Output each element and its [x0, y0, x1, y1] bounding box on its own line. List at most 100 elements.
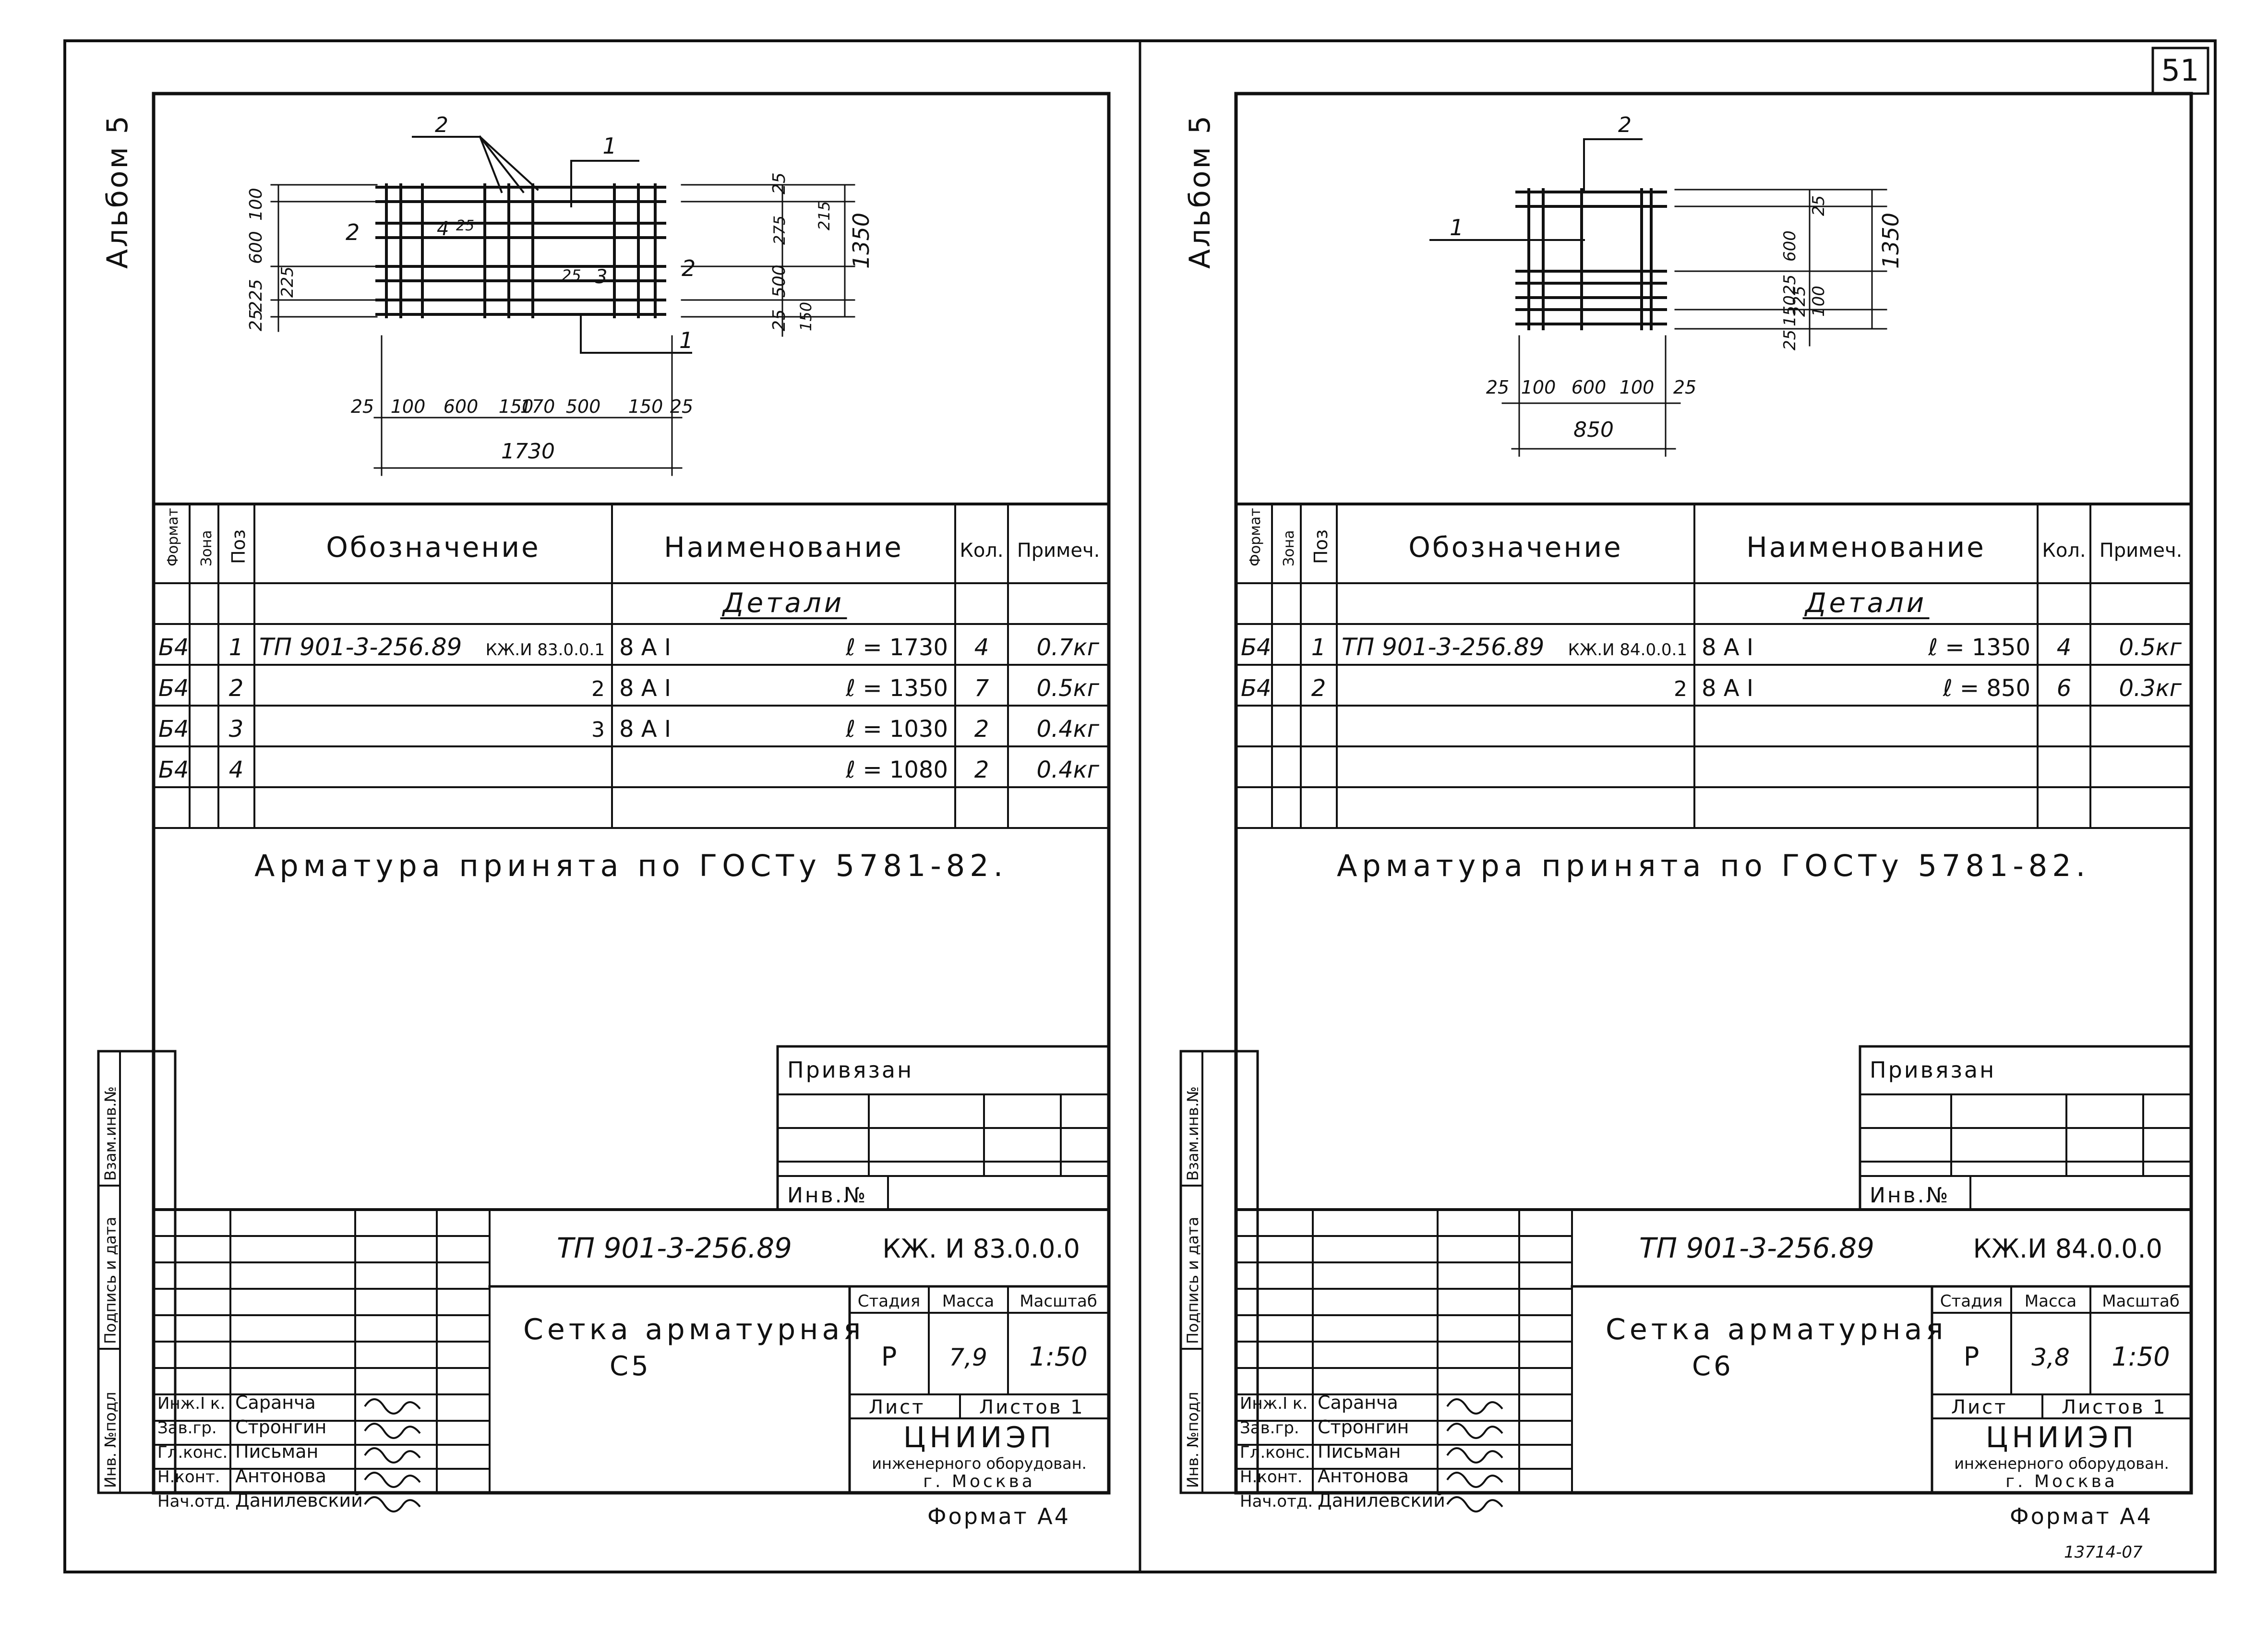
mass-header: Масса	[2025, 1292, 2076, 1311]
cell-qty: 6	[2057, 675, 2072, 702]
staff-name: Антонова	[1318, 1465, 1409, 1487]
staff-name: Саранча	[1318, 1392, 1398, 1413]
header-format: Формат	[1247, 508, 1264, 566]
staff-role: Зав.гр.	[1240, 1418, 1299, 1438]
cell-format: Б4	[1241, 634, 1271, 661]
leader-line	[479, 135, 525, 193]
staff-name: Письман	[1318, 1441, 1401, 1462]
staff-role: Н.конт.	[1240, 1467, 1303, 1487]
cell-designation-sheet: КЖ.И 84.0.0.1	[1568, 640, 1687, 660]
cell-pos: 1	[229, 634, 244, 661]
cell-length: ℓ = 1350	[1928, 634, 2030, 661]
cell-name: 8 А I	[619, 716, 671, 743]
title-line1: Сетка арматурная	[523, 1313, 864, 1346]
cell-note: 0.3кг	[2119, 675, 2182, 702]
header-note: Примеч.	[1017, 540, 1100, 562]
header-format: Формат	[165, 508, 181, 566]
cell-note: 0.5кг	[2119, 634, 2182, 661]
cell-format: Б4	[158, 634, 189, 661]
format-label: Формат А4	[927, 1503, 1070, 1529]
header-designation: Обозначение	[326, 531, 540, 564]
cell-length: ℓ = 1350	[845, 675, 948, 702]
dim-label: 100	[246, 188, 266, 221]
title-line2: С5	[610, 1351, 651, 1382]
signature	[364, 1447, 421, 1464]
header-name: Наименование	[664, 531, 903, 564]
staff-name: Антонова	[235, 1465, 326, 1487]
cell-qty: 2	[974, 756, 989, 783]
header-qty: Кол.	[960, 540, 1003, 562]
stage-value: Р	[881, 1342, 897, 1372]
cell-name: 8 А I	[1702, 634, 1753, 661]
cell-name: 8 А I	[619, 675, 671, 702]
cell-name: 8 А I	[1702, 675, 1753, 702]
staff-role: Инж.I к.	[1240, 1394, 1308, 1413]
scale-header: Масштаб	[2102, 1292, 2180, 1311]
doc-code-sheet: КЖ. И 83.0.0.0	[882, 1234, 1080, 1264]
side-label-replaced-inv: Взам.инв.№	[101, 1086, 120, 1181]
cell-designation-sheet: 2	[1674, 677, 1687, 701]
cell-qty: 4	[974, 634, 989, 661]
staff-role: Гл.конс.	[1240, 1443, 1310, 1462]
section-label: Детали	[1804, 588, 1927, 619]
cell-pos: 4	[229, 756, 244, 783]
sheet-label: Лист	[1951, 1396, 2007, 1418]
dim-label: 275	[770, 216, 789, 245]
dim-total: 850	[1573, 418, 1614, 442]
title-line2: С6	[1692, 1351, 1734, 1382]
cell-pos: 2	[229, 675, 244, 702]
sheet-label: Лист	[869, 1396, 925, 1418]
header-name: Наименование	[1746, 531, 1986, 564]
header-pos: Поз	[228, 529, 249, 564]
side-label-inv-orig: Инв. №подл	[101, 1392, 120, 1488]
org-line2: инженерного оборудован.	[1954, 1454, 2169, 1473]
drawing-frame	[152, 92, 1111, 1495]
drawing-frame	[1234, 92, 2193, 1495]
dim-label: 25	[769, 172, 789, 194]
privyazan-label: Привязан	[1870, 1057, 1996, 1083]
staff-name: Стронгин	[235, 1416, 326, 1438]
signature	[1446, 1398, 1503, 1415]
dim-label: 225	[1790, 286, 1809, 317]
dim-total: 1730	[501, 439, 555, 464]
dim-label: 25	[1673, 377, 1696, 398]
dim-total: 1350	[848, 213, 874, 269]
cell-format: Б4	[1241, 675, 1271, 702]
material-note: Арматура принята по ГОСТу 5781-82.	[1337, 848, 2090, 883]
dim-label: 25	[1780, 275, 1800, 295]
cell-format: Б4	[158, 675, 189, 702]
dim-label: 100	[391, 396, 426, 417]
cell-pos: 2	[1311, 675, 1326, 702]
cell-designation: ТП 901-3-256.89	[259, 633, 462, 661]
dim-label: 600	[444, 396, 479, 417]
org-line3: г. Москва	[2005, 1472, 2118, 1491]
signature	[364, 1398, 421, 1415]
dim-label: 225	[246, 279, 266, 312]
doc-code-sheet: КЖ.И 84.0.0.0	[1973, 1234, 2162, 1264]
dim-total: 1350	[1878, 213, 1904, 269]
dim-label: 100	[1521, 377, 1556, 398]
section-label: Детали	[721, 588, 844, 619]
cell-pos: 3	[229, 716, 244, 743]
mass-value: 3,8	[2031, 1344, 2070, 1371]
org-line2: инженерного оборудован.	[872, 1454, 1087, 1473]
album-label: Альбом 5	[1183, 114, 1217, 269]
privyazan-label: Привязан	[787, 1057, 913, 1083]
signature	[1446, 1423, 1503, 1439]
side-stamp-frame	[1179, 1050, 1259, 1494]
callout: 3	[595, 266, 607, 288]
callout: 2	[435, 113, 448, 137]
cell-format: Б4	[158, 716, 189, 743]
cell-length: ℓ = 850	[1943, 675, 2030, 702]
sheets-label: Листов 1	[979, 1396, 1085, 1418]
dim-label: 25	[670, 396, 693, 417]
signature	[1446, 1496, 1503, 1512]
cell-qty: 2	[974, 716, 989, 743]
scale-value: 1:50	[2112, 1342, 2170, 1372]
scale-header: Масштаб	[1020, 1292, 1097, 1311]
dim-label: 100	[1620, 377, 1655, 398]
page-number: 51	[2161, 53, 2199, 88]
